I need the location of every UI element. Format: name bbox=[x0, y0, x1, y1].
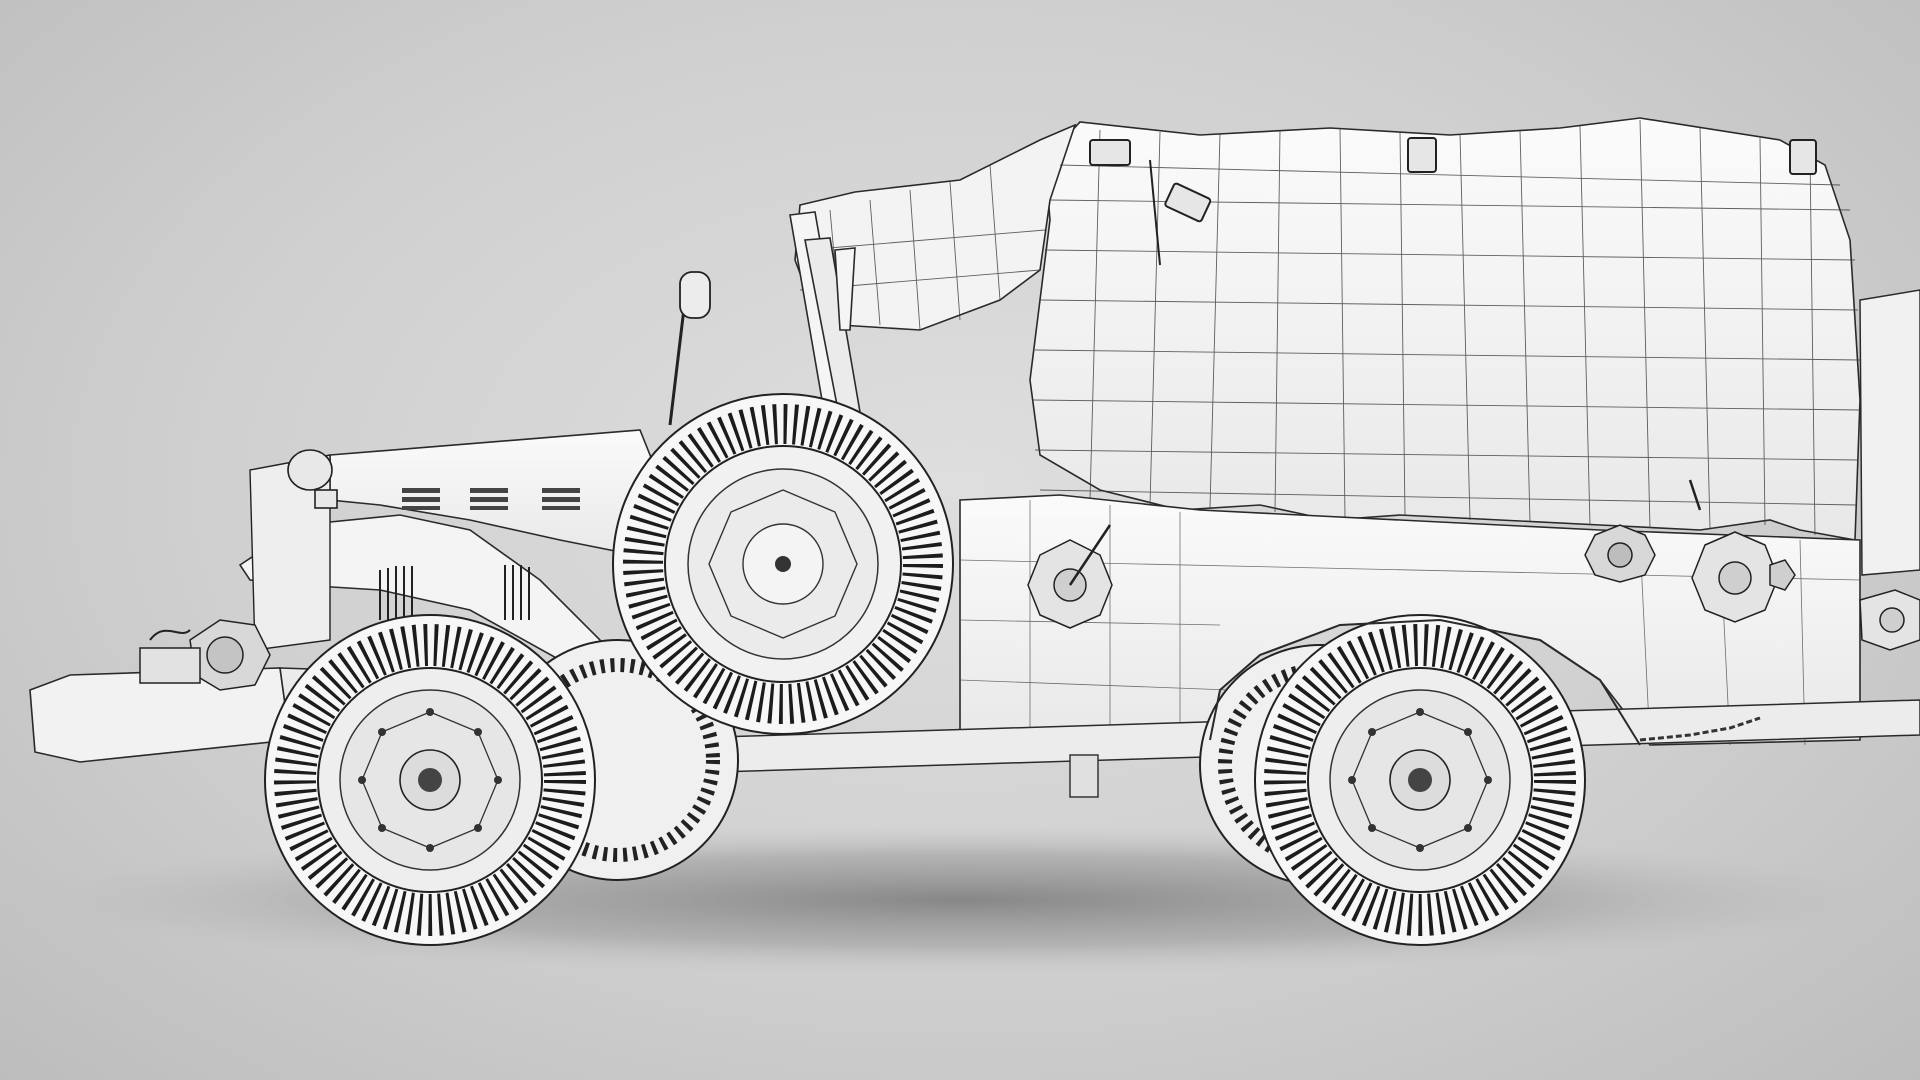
front-grille bbox=[249, 454, 530, 651]
side-reflectors bbox=[1027, 479, 1796, 629]
rear-fender bbox=[1209, 618, 1641, 746]
canvas-top bbox=[794, 117, 1861, 541]
reflector-right bbox=[1688, 479, 1796, 623]
front-wheel bbox=[264, 614, 596, 946]
canvas-wireframe bbox=[799, 119, 1861, 536]
rear-hitch bbox=[1859, 589, 1920, 651]
spare-wheel bbox=[612, 393, 954, 735]
rear-wheel bbox=[1254, 614, 1586, 946]
side-mirror bbox=[668, 271, 711, 426]
headlight bbox=[287, 449, 338, 509]
reflector-left bbox=[1027, 524, 1113, 629]
chassis-bracket bbox=[1069, 754, 1099, 798]
engine-hood bbox=[329, 429, 661, 561]
canvas-straps bbox=[1089, 137, 1817, 266]
front-winch bbox=[139, 619, 271, 691]
rear-storage-box bbox=[1859, 289, 1920, 576]
hood-vents bbox=[402, 488, 580, 510]
reflector-middle bbox=[1584, 524, 1656, 583]
